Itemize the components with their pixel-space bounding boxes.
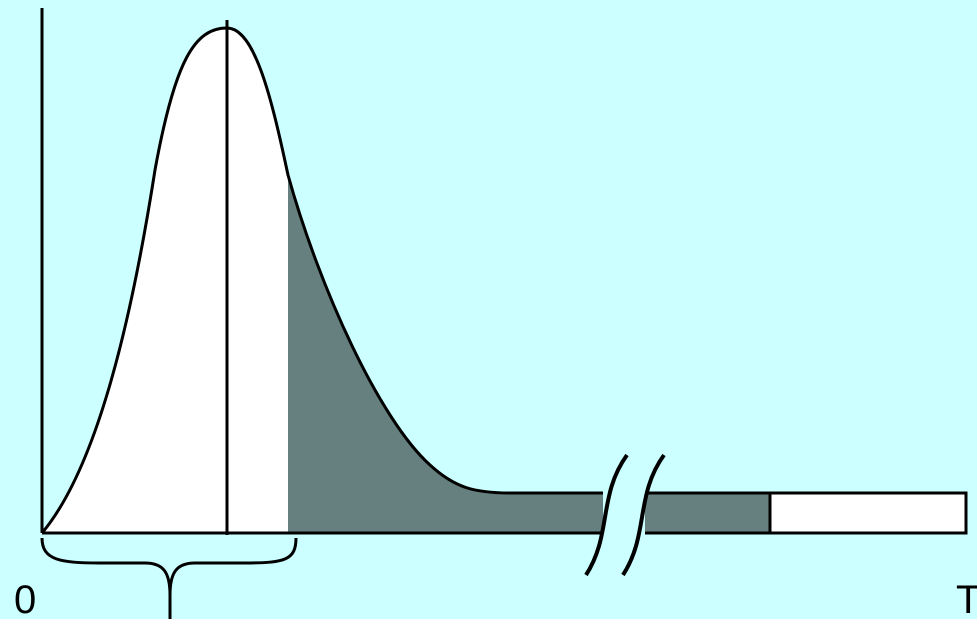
shaded-tail-region (288, 175, 770, 533)
axis-break-mark (584, 453, 666, 577)
end-label: T (956, 578, 977, 619)
curve-unshaded-area (42, 28, 288, 533)
origin-label: 0 (14, 578, 37, 619)
unshaded-bar (768, 491, 968, 535)
density-curve (40, 26, 511, 534)
interval-brace (40, 537, 298, 596)
shaded-bar-outline (510, 491, 772, 533)
